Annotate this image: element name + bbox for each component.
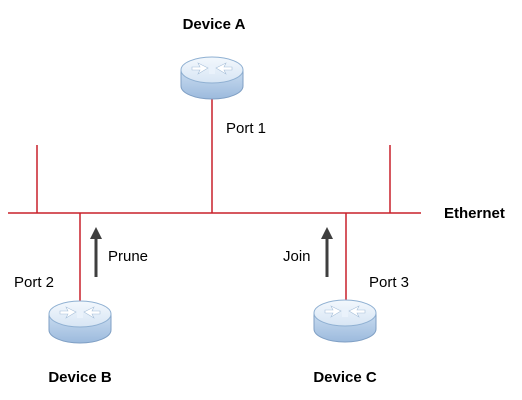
port-3-label: Port 3 [369,274,409,291]
router-icon-device-c [313,299,377,343]
device-b-label: Device B [48,369,112,386]
device-c-label: Device C [313,369,377,386]
device-a-label: Device A [183,16,246,33]
prune-up-arrow-icon [90,227,102,277]
router-icon-device-a [180,56,244,100]
port-2-label: Port 2 [14,274,54,291]
router-icon-device-b [48,300,112,344]
ethernet-label: Ethernet [444,205,505,222]
join-label: Join [283,248,311,265]
join-up-arrow-icon [321,227,333,277]
prune-label: Prune [108,248,148,265]
port-1-label: Port 1 [226,120,266,137]
